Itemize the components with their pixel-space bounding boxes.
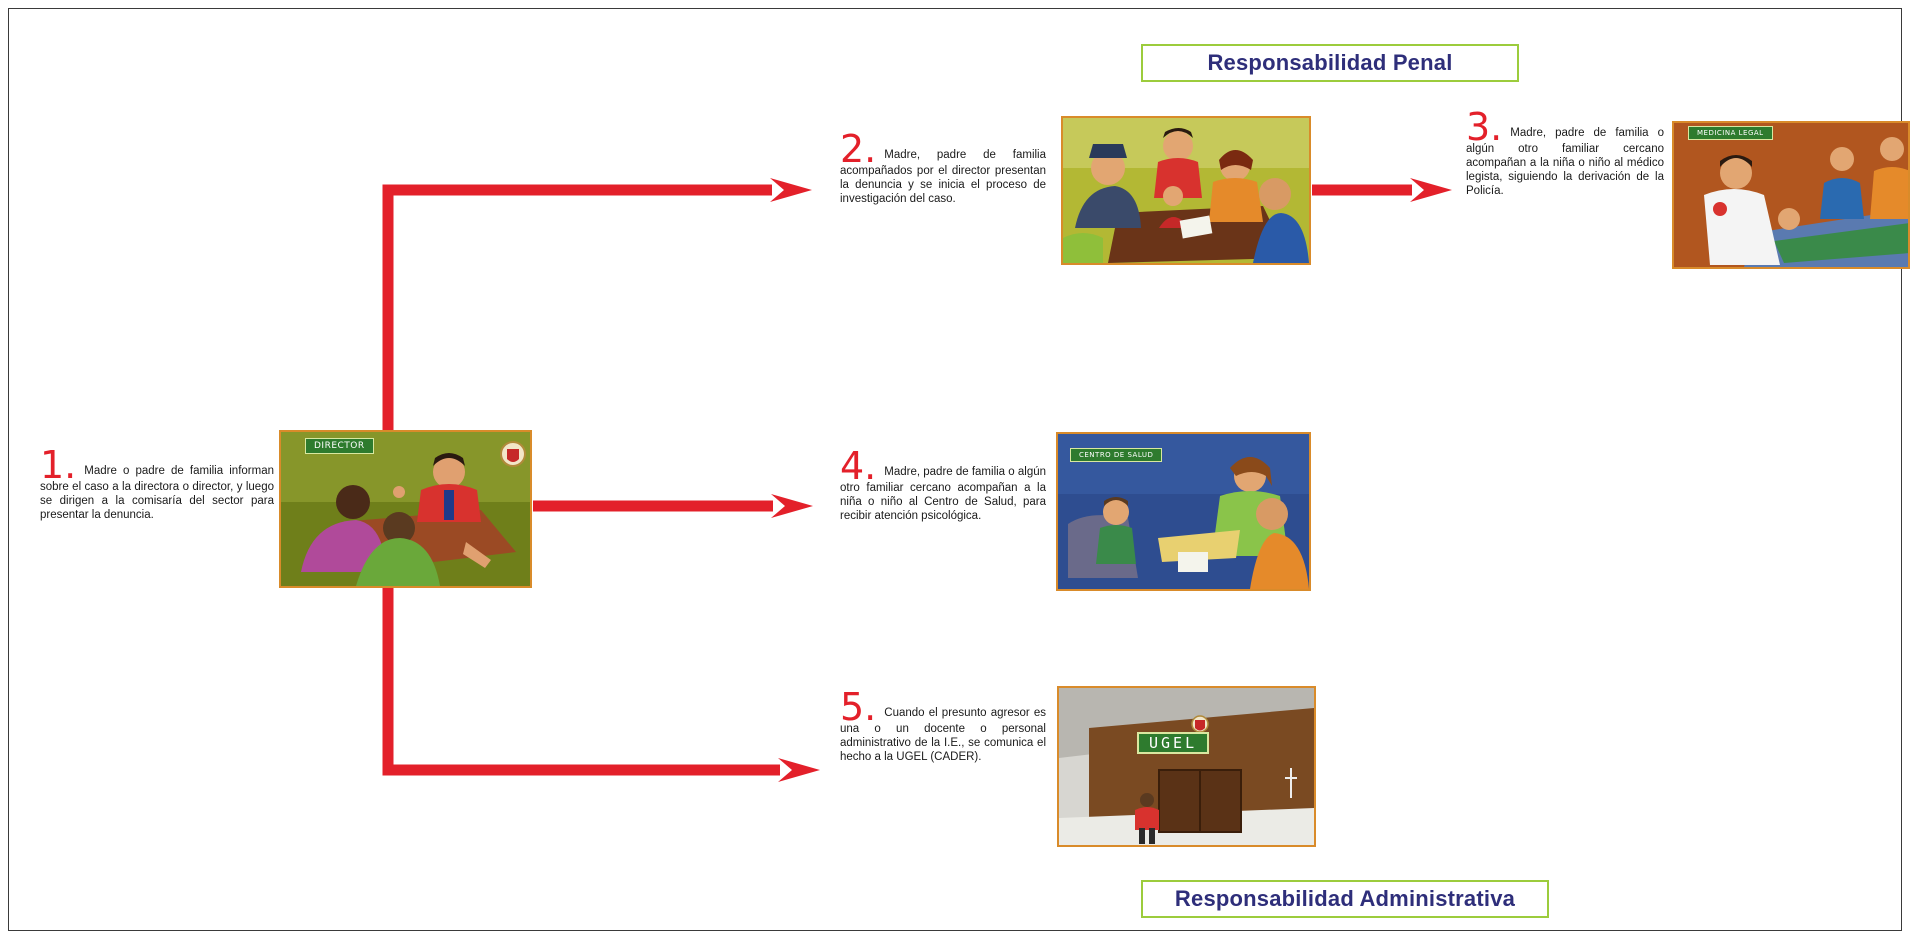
step-1-number: 1. (40, 443, 77, 487)
step-4-number: 4. (840, 444, 877, 488)
arrow-1-to-2 (382, 184, 772, 430)
heading-responsabilidad-penal: Responsabilidad Penal (1141, 44, 1519, 82)
step-2-text: 2.Madre, padre de familia acompañados po… (840, 130, 1046, 206)
illustration-ugel-office: UGEL (1057, 686, 1316, 847)
illustration-forensic-doctor: MEDICINA LEGAL (1672, 121, 1910, 269)
step-1-description: Madre o padre de familia informan sobre … (40, 465, 274, 521)
step-5-description: Cuando el presunto agresor es una o un d… (840, 707, 1046, 763)
step-5-number: 5. (840, 685, 877, 729)
arrowhead-step2 (770, 178, 812, 202)
arrowhead-step5 (778, 758, 820, 782)
medicina-legal-sign: MEDICINA LEGAL (1688, 126, 1773, 140)
ugel-sign: UGEL (1137, 732, 1210, 754)
step-4-description: Madre, padre de familia o algún otro fam… (840, 466, 1047, 522)
step-5-text: 5.Cuando el presunto agresor es una o un… (840, 688, 1046, 764)
illustration-health-center: CENTRO DE SALUD (1056, 432, 1311, 591)
arrowhead-step4 (771, 494, 813, 518)
diagram-frame (8, 8, 1902, 931)
centro-de-salud-sign: CENTRO DE SALUD (1070, 448, 1163, 462)
step-1-text: 1.Madre o padre de familia informan sobr… (40, 446, 274, 522)
arrow-1-to-5 (382, 588, 780, 776)
step-3-description: Madre, padre de familia o algún otro fam… (1466, 127, 1664, 197)
heading-responsabilidad-administrativa: Responsabilidad Administrativa (1141, 880, 1549, 918)
illustration-director-office: DIRECTOR (279, 430, 532, 588)
step-4-text: 4.Madre, padre de familia o algún otro f… (840, 447, 1047, 523)
illustration-police-complaint (1061, 116, 1311, 265)
step-2-description: Madre, padre de familia acompañados por … (840, 149, 1046, 205)
arrowhead-step3 (1410, 178, 1452, 202)
step-2-number: 2. (840, 127, 877, 171)
director-sign: DIRECTOR (305, 438, 374, 454)
step-3-number: 3. (1466, 105, 1503, 149)
step-3-text: 3.Madre, padre de familia o algún otro f… (1466, 108, 1664, 198)
